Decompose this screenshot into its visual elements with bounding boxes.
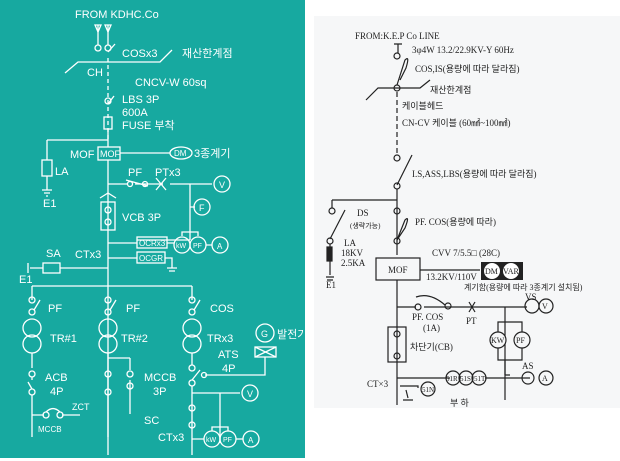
la-label: LA [55, 166, 69, 178]
r-51t-label: 51T [474, 375, 486, 383]
lbs-rating-label: 600A [122, 107, 148, 119]
r-pf-label: PF [516, 336, 525, 345]
r-cable-head-label: 케이블헤드 [402, 100, 443, 111]
ats-label: ATS [218, 349, 239, 361]
boundary-label: 재산한계점 [182, 47, 233, 60]
cable-label: CNCV-W 60sq [135, 77, 207, 89]
left-wiring [22, 24, 277, 455]
r-la-kv-label: 18KV [341, 248, 363, 258]
cos2-label: COS [210, 303, 234, 315]
r-switch-label: I.S,ASS,LBS(용량에 따라 달라짐) [412, 168, 537, 179]
r-la-label: LA [344, 238, 356, 248]
r-e1-label: E1 [326, 280, 336, 290]
ammeter-label: A [217, 242, 223, 251]
r-var-label: VAR [503, 267, 520, 276]
zct-label: ZCT [72, 402, 90, 412]
right-labels: FROM:K.E.P Co LINE 3φ4W 13.2/22.9KV-Y 60… [326, 31, 583, 408]
voltmeter2-label: V [247, 389, 253, 399]
r-la-ka-label: 2.5KA [341, 258, 366, 268]
r-source-label: FROM:K.E.P Co LINE [355, 31, 440, 41]
right-wiring [326, 43, 554, 405]
pt-label: PTx3 [155, 167, 181, 179]
r-51r-label: 51R [446, 375, 458, 383]
e1b-label: E1 [19, 274, 32, 286]
var-meter-icon [503, 263, 519, 279]
ct2-label: CTx3 [158, 432, 184, 444]
sc-label: SC [144, 415, 159, 427]
r-ratio-label: 13.2KV/110V [426, 272, 477, 282]
mccb-label: MCCB [144, 372, 176, 384]
r-meter-box-label: 계기함(용량에 따라 3종계기 설치됨) [464, 282, 583, 292]
ammeter2-label: A [248, 436, 254, 445]
ocr-label: OCRx3 [139, 239, 166, 248]
r-pf-cos2-rating-label: (1A) [423, 323, 440, 333]
r-51n-label: 51N [422, 386, 434, 394]
tr1-label: TR#1 [50, 333, 77, 345]
r-as-label: AS [522, 361, 534, 371]
pf-meter-label: PF [193, 243, 202, 250]
acb-label: ACB [45, 372, 68, 384]
tr2-label: TR#2 [121, 333, 148, 345]
kw2-label: kW [206, 437, 217, 444]
r-vs-label: VS [525, 292, 537, 302]
voltmeter-label: V [219, 180, 225, 190]
ats-poles-label: 4P [222, 363, 235, 375]
r-cb-label: 차단기(CB) [410, 341, 453, 352]
pf-label: PF [128, 167, 142, 179]
pf1-label: PF [48, 303, 62, 315]
sa-label: SA [46, 248, 61, 260]
generator-symbol-label: G [261, 329, 268, 339]
r-dm-label: DM [485, 267, 498, 276]
pf2-label: PF [126, 303, 140, 315]
tr3-label: TRx3 [207, 333, 233, 345]
lbs-label: LBS 3P [122, 94, 159, 106]
vcb-label: VCB 3P [122, 212, 161, 224]
r-kw-label: KW [491, 336, 505, 345]
fuse-label: FUSE 부착 [122, 119, 175, 132]
kw-label: kW [176, 243, 187, 250]
r-cvv-label: CVV 7/5.5□ (28C) [432, 248, 500, 258]
mccb-poles-label: 3P [153, 386, 166, 398]
left-labels: FROM KDHC.Co COSx3 재산한계점 CH CNCV-W 60sq … [19, 9, 307, 445]
r-boundary-label: 재산한계점 [430, 84, 471, 95]
generator-label: 발전기 [277, 328, 307, 341]
r-pf-cos2-label: PF. COS [412, 312, 443, 322]
mof-box-label: MOF [100, 149, 120, 159]
r-load-label: 부 하 [450, 398, 470, 408]
e1-label: E1 [43, 198, 56, 210]
r-v-label: V [542, 302, 548, 311]
dm-meter-icon [484, 263, 500, 279]
mof-label: MOF [70, 149, 95, 161]
ocgr-label: OCGR [139, 254, 163, 263]
r-ds-note-label: (생략가능) [350, 221, 381, 230]
frequency-meter-label: F [199, 203, 205, 213]
r-a-label: A [542, 374, 548, 383]
mccb-small-label: MCCB [38, 425, 62, 434]
r-cos-is-label: COS,IS(용량에 따라 달라짐) [415, 63, 520, 74]
r-cable-label: CN-CV 케이블 (60㎟~100㎟) [402, 118, 511, 128]
right-panel-background [314, 16, 620, 408]
ct-label: CTx3 [75, 249, 101, 261]
r-system-label: 3φ4W 13.2/22.9KV-Y 60Hz [412, 45, 514, 55]
r-pf-cos-label: PF. COS(용량에 따라) [415, 216, 496, 227]
meter-label: 3종계기 [194, 147, 230, 160]
dm-label: DM [174, 149, 187, 158]
cos-label: COSx3 [122, 48, 157, 60]
r-pt-label: PT [466, 316, 477, 326]
ch-label: CH [87, 67, 103, 79]
r-51s-label: 51S [460, 375, 471, 383]
r-ds-label: DS [357, 208, 369, 218]
r-mof-label: MOF [388, 265, 408, 275]
r-ct-label: CT×3 [367, 379, 389, 389]
left-panel-background [0, 0, 305, 458]
acb-poles-label: 4P [50, 386, 63, 398]
source-label: FROM KDHC.Co [75, 9, 159, 21]
pf3-label: PF [223, 437, 232, 444]
